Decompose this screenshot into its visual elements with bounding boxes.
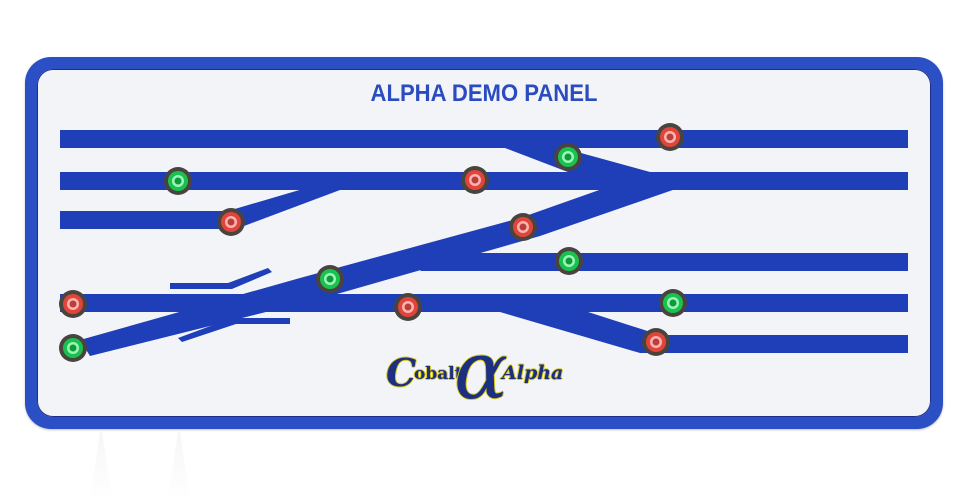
logo-alpha-word: Alpha xyxy=(502,362,564,384)
indicator-led-red[interactable] xyxy=(642,328,670,356)
indicator-led-red[interactable] xyxy=(461,166,489,194)
indicator-led-red[interactable] xyxy=(59,290,87,318)
track-3 xyxy=(60,211,232,229)
track-1 xyxy=(60,130,908,148)
crossover-3-to-2 xyxy=(228,172,375,229)
diverge-5-to-6 xyxy=(500,303,660,353)
logo-cobalt-word: obalt xyxy=(414,364,463,384)
indicator-led-red[interactable] xyxy=(217,208,245,236)
siding-upper xyxy=(170,268,272,289)
branch-to-track-4 xyxy=(420,253,470,271)
track-group xyxy=(60,130,908,356)
siding-lower xyxy=(178,318,290,342)
indicator-led-green[interactable] xyxy=(59,334,87,362)
indicator-led-green[interactable] xyxy=(554,143,582,171)
indicator-group xyxy=(59,123,687,362)
cobalt-alpha-logo: C obalt α Alpha xyxy=(384,324,574,417)
indicator-led-green[interactable] xyxy=(316,265,344,293)
indicator-led-green[interactable] xyxy=(164,167,192,195)
panel-title: ALPHA DEMO PANEL xyxy=(370,80,598,107)
track-5 xyxy=(60,294,908,312)
indicator-led-red[interactable] xyxy=(394,293,422,321)
indicator-led-green[interactable] xyxy=(555,247,583,275)
track-6 xyxy=(655,335,908,353)
long-diagonal xyxy=(80,172,690,356)
alpha-symbol-icon: α xyxy=(454,324,509,417)
indicator-led-red[interactable] xyxy=(509,213,537,241)
indicator-led-red[interactable] xyxy=(656,123,684,151)
logo-initial: C xyxy=(386,350,417,395)
track-4 xyxy=(440,253,908,271)
indicator-led-green[interactable] xyxy=(659,289,687,317)
